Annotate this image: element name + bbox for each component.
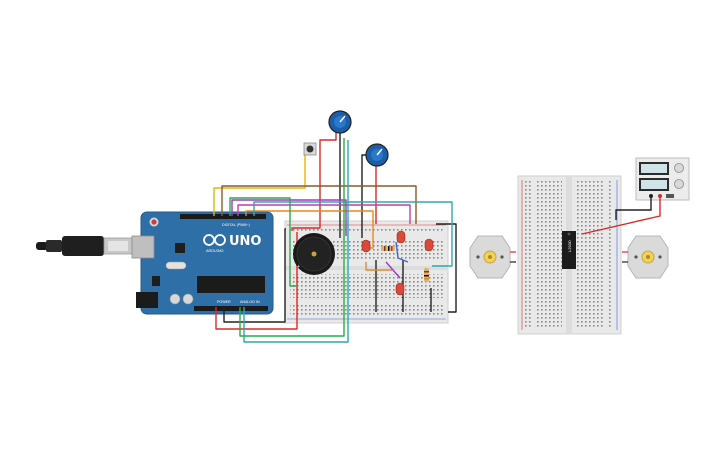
wire-red[interactable] (581, 196, 661, 235)
uno-logo: UNO ARDUINO (203, 234, 262, 253)
wire-teal[interactable] (253, 201, 453, 267)
potentiometer-icon[interactable] (328, 110, 352, 134)
wire-blue[interactable] (395, 241, 409, 263)
wire-black[interactable] (223, 228, 286, 323)
ic-chip-icon[interactable]: L293D (562, 231, 576, 269)
buzzer-icon[interactable]: + (293, 233, 335, 275)
wire-black[interactable] (615, 196, 652, 220)
wire-orange[interactable] (245, 210, 374, 249)
wire-brown[interactable] (221, 185, 417, 224)
motor-driver-label: L293D (567, 240, 572, 252)
led-icon[interactable] (361, 239, 371, 253)
wire-black[interactable] (436, 223, 457, 313)
voltage-knob[interactable] (674, 163, 684, 173)
svg-text:ARDUINO: ARDUINO (206, 249, 224, 253)
power-jack[interactable] (136, 292, 158, 308)
led-icon[interactable] (424, 238, 434, 252)
wire-green[interactable] (229, 197, 298, 287)
capacitor-icon (169, 293, 181, 305)
wire-red[interactable] (215, 232, 298, 330)
power-analog-header[interactable] (194, 306, 268, 311)
wire-teal[interactable] (243, 140, 349, 343)
wire-red[interactable] (291, 126, 337, 231)
wire-magenta[interactable] (237, 204, 411, 224)
power-supply-icon[interactable] (635, 157, 690, 201)
svg-text:UNO: UNO (229, 234, 262, 249)
wire-yellow[interactable] (213, 150, 306, 216)
led-icon[interactable] (395, 282, 405, 296)
potentiometer-icon[interactable] (365, 143, 389, 167)
arduino-uno-board[interactable]: UNO ARDUINO DIGITAL (PWM~) POWER ANALOG … (131, 211, 274, 315)
resistor-icon[interactable] (381, 246, 395, 251)
atmega-chip-icon (197, 276, 265, 293)
pushbutton-icon[interactable] (303, 142, 317, 156)
usb-port[interactable] (131, 235, 155, 259)
digital-header[interactable] (180, 214, 266, 219)
wire-purple[interactable] (385, 261, 401, 279)
power-label: POWER (217, 300, 231, 304)
dc-motor-icon[interactable] (469, 235, 516, 279)
digital-label: DIGITAL (PWM~) (222, 223, 250, 227)
analog-label: ANALOG IN (240, 300, 260, 304)
led-icon[interactable] (396, 230, 406, 244)
wire-green[interactable] (239, 138, 345, 337)
dc-motor-icon[interactable] (622, 235, 669, 279)
resistor-icon[interactable] (424, 268, 429, 282)
wire-orange[interactable] (365, 262, 392, 271)
usb-cable-icon[interactable] (36, 236, 133, 256)
capacitor-icon (182, 293, 194, 305)
wire-purple[interactable] (231, 199, 347, 236)
current-knob[interactable] (674, 179, 684, 189)
svg-text:+: + (297, 264, 300, 270)
